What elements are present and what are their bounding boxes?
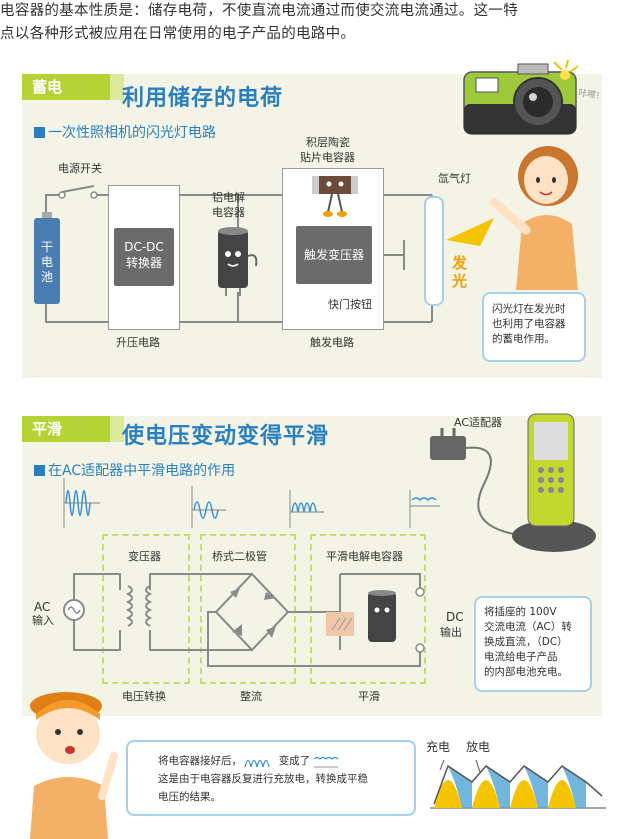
bubble-adapter-line-4: 电流给电子产品 bbox=[484, 651, 558, 663]
section-title-smoothing: 使电压变动变得平滑 bbox=[122, 424, 330, 449]
bottom-bubble-d: 电压的结果。 bbox=[158, 791, 221, 803]
camera-icon bbox=[463, 59, 579, 135]
charge-discharge-chart bbox=[430, 759, 606, 809]
bubble-flash-line-2: 也利用了电容器 bbox=[492, 318, 566, 330]
battery bbox=[34, 212, 60, 304]
ac-adapter-phone-illustration bbox=[430, 413, 596, 552]
xenon-lamp bbox=[424, 196, 444, 306]
bottom-bubble-line-1: 将电容器接好后， 变成了 bbox=[140, 752, 402, 770]
subtitle-text-2: 在AC适配器中平滑电路的作用 bbox=[48, 463, 236, 479]
bubble-flash-line-1: 闪光灯在发光时 bbox=[492, 303, 566, 315]
tag-tail bbox=[110, 74, 124, 100]
label-dc-output-1: DC bbox=[446, 610, 464, 624]
aluminum-capacitor-character bbox=[218, 227, 258, 296]
label-rectify: 整流 bbox=[240, 690, 262, 703]
label-smoothing-cap: 平滑电解电容器 bbox=[326, 550, 403, 563]
section-title-storage: 利用储存的电荷 bbox=[122, 86, 284, 111]
label-xenon-lamp: 氙气灯 bbox=[438, 172, 471, 185]
bottom-bubble-a: 将电容器接好后， bbox=[158, 755, 242, 767]
bridge-block bbox=[200, 534, 296, 684]
mlcc-character bbox=[312, 176, 358, 217]
flash-burst-icon bbox=[446, 218, 494, 246]
label-mlcc-1: 积层陶瓷 bbox=[306, 136, 350, 149]
section-tag-storage: 蓄电 bbox=[22, 74, 110, 100]
tag-tail-2 bbox=[110, 416, 124, 442]
label-voltage-conversion: 电压转换 bbox=[122, 690, 166, 703]
label-transformer: 变压器 bbox=[128, 550, 161, 563]
bubble-adapter-line-5: 的内部电池充电。 bbox=[484, 666, 568, 678]
label-bridge: 桥式二极管 bbox=[212, 550, 267, 563]
dcdc-line-2: 转换器 bbox=[125, 256, 162, 270]
label-power-switch: 电源开关 bbox=[58, 162, 102, 175]
intro-line-2: 点以各种形式被应用在日常使用的电子产品的电路中。 bbox=[0, 26, 356, 42]
smoothing-block bbox=[310, 534, 426, 684]
label-smooth: 平滑 bbox=[358, 690, 380, 703]
section-subtitle-adapter: 在AC适配器中平滑电路的作用 bbox=[34, 460, 235, 480]
woman-illustration bbox=[489, 146, 578, 290]
label-ac-adapter: AC适配器 bbox=[454, 416, 503, 429]
boy-illustration bbox=[30, 692, 118, 839]
bubble-adapter-line-1: 将插座的 100V bbox=[484, 606, 557, 618]
label-alu-cap-1: 铝电解 bbox=[212, 191, 245, 204]
intro-line-1: 电容器的基本性质是：储存电荷，不使直流电流通过而使交流电流通过。这一特 bbox=[0, 3, 518, 19]
speech-bubble-adapter: 将插座的 100V 交流电流（AC）转 换成直流，（DC） 电流给电子产品 的内… bbox=[474, 596, 592, 692]
bullet-square-2 bbox=[34, 465, 45, 476]
dcdc-line-1: DC-DC bbox=[124, 240, 164, 254]
label-shutter-button: 快门按钮 bbox=[328, 298, 372, 311]
bottom-bubble-b: 变成了 bbox=[278, 755, 311, 767]
subtitle-text: 一次性照相机的闪光灯电路 bbox=[48, 125, 216, 141]
label-ac-input-1: AC bbox=[34, 600, 51, 614]
speech-bubble-smoothing: 将电容器接好后， 变成了 这是由于电容器反复进行充放电，转换成平稳 电压的结果。 bbox=[126, 740, 416, 816]
bubble-flash-line-3: 的蓄电作用。 bbox=[492, 333, 555, 345]
bubble-adapter-line-3: 换成直流，（DC） bbox=[484, 636, 568, 648]
label-alu-cap-2: 电容器 bbox=[212, 206, 245, 219]
label-mlcc-2: 贴片电容器 bbox=[300, 151, 355, 164]
section-subtitle-flash: 一次性照相机的闪光灯电路 bbox=[34, 122, 216, 142]
battery-label: 干电池 bbox=[40, 240, 53, 284]
speech-bubble-flash: 闪光灯在发光时 也利用了电容器 的蓄电作用。 bbox=[482, 292, 586, 362]
trigger-transformer: 触发变压器 bbox=[296, 226, 372, 284]
battery-cap bbox=[42, 212, 52, 218]
label-boost-circuit: 升压电路 bbox=[116, 336, 160, 349]
bottom-bubble-c: 这是由于电容器反复进行充放电，转换成平稳 bbox=[158, 773, 368, 785]
rectified-wave-icon bbox=[244, 759, 270, 768]
label-ac-input-2: 输入 bbox=[32, 614, 54, 627]
bubble-adapter-line-2: 交流电流（AC）转 bbox=[484, 621, 572, 633]
label-flash: 发光 bbox=[452, 254, 468, 290]
transformer-block bbox=[102, 534, 190, 684]
label-trigger-circuit: 触发电路 bbox=[310, 336, 354, 349]
dcdc-converter: DC-DC 转换器 bbox=[114, 228, 174, 286]
label-charge: 充电 bbox=[426, 740, 451, 754]
intro-text: 电容器的基本性质是：储存电荷，不使直流电流通过而使交流电流通过。这一特 点以各种… bbox=[0, 0, 590, 46]
label-discharge: 放电 bbox=[466, 740, 491, 754]
label-dc-output-2: 输出 bbox=[440, 626, 462, 639]
smooth-wave-icon bbox=[313, 756, 338, 768]
section-tag-smoothing: 平滑 bbox=[22, 416, 110, 442]
bullet-square bbox=[34, 127, 45, 138]
